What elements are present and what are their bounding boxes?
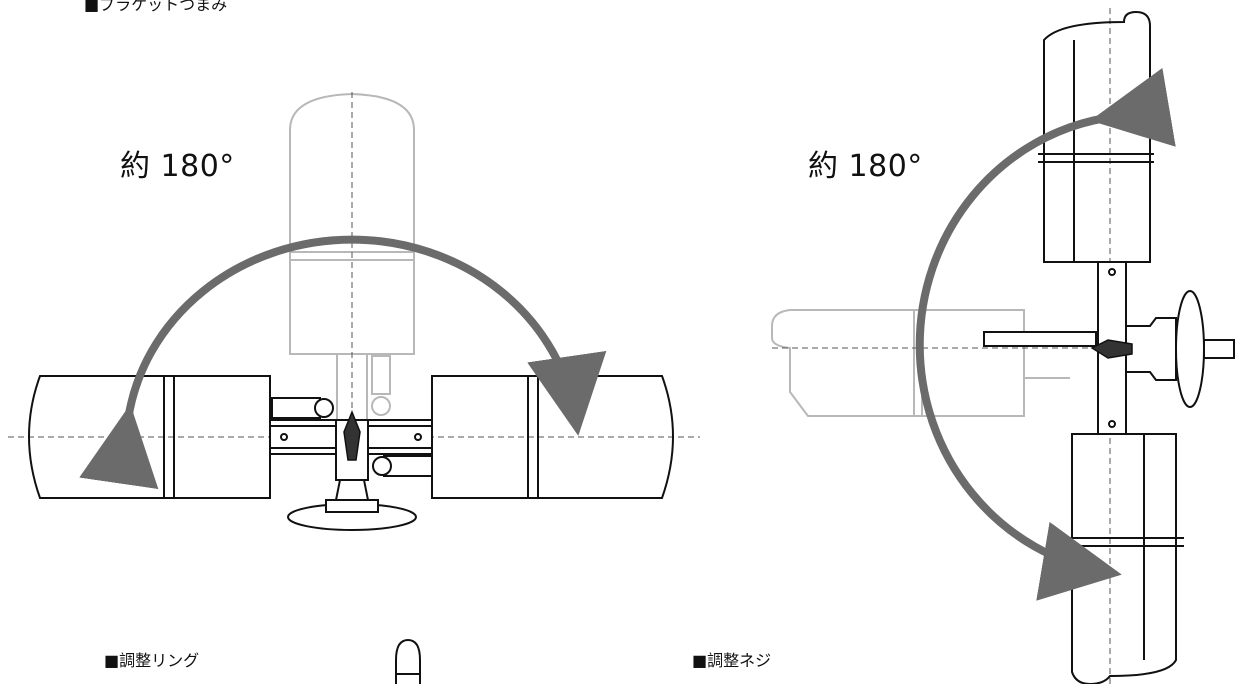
vertical-rotation-angle-label: 約 180° (808, 149, 923, 184)
adjustment-ring-partial (395, 638, 421, 684)
horizontal-rotation-arrow (79, 235, 607, 490)
vertical-rotation-arrow (915, 67, 1176, 601)
adjustment-screw-section-label: ■調整ネジ (692, 651, 772, 670)
vertical-camera-lower (1064, 433, 1184, 684)
bracket-knob-section-label: ■ブラケットつまみ (84, 0, 228, 14)
horizontal-rotation-angle-label: 約 180° (120, 149, 235, 184)
adjustment-ring-section-label: ■調整リング (104, 651, 200, 670)
horizontal-camera-faded (771, 309, 1070, 417)
